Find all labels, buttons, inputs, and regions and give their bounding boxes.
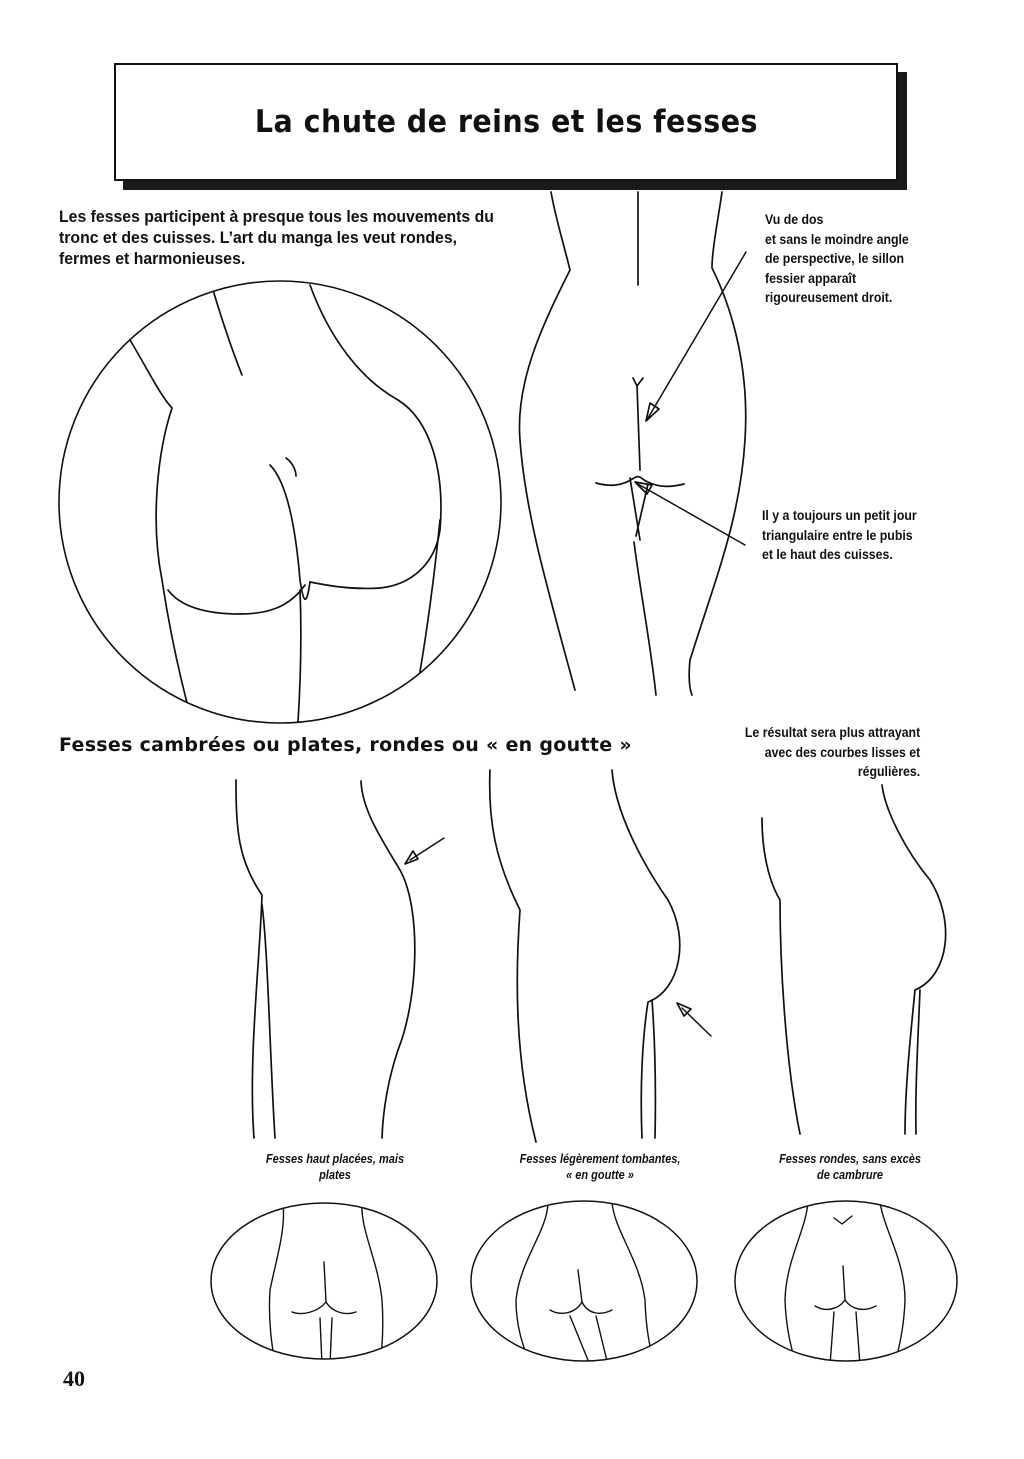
- note-triangle: Il y a toujours un petit jour triangulai…: [762, 506, 917, 565]
- closeup-hip-left: [155, 407, 193, 723]
- caption-round: Fesses rondes, sans excès de cambrure: [762, 1151, 938, 1183]
- arrow-flat-head: [404, 850, 419, 865]
- caption-line: Fesses rondes, sans excès: [779, 1152, 921, 1166]
- closeup-cleft: [269, 464, 311, 600]
- title-banner: La chute de reins et les fesses: [114, 63, 898, 181]
- ellipse-drop-cleft: [577, 1269, 583, 1303]
- intro-text: Les fesses participent à presque tous le…: [59, 207, 494, 268]
- arrow-cleft-head: [645, 402, 660, 422]
- note-line: et le haut des cuisses.: [762, 546, 893, 562]
- profile-flat: [235, 779, 445, 1139]
- ellipse-flat: [210, 1202, 438, 1360]
- arrow-triangle-head: [634, 481, 653, 495]
- profile-flat-front-inner: [261, 904, 276, 1139]
- arrow-triangle: [637, 483, 746, 546]
- profile-round-thigh: [914, 989, 921, 1135]
- profile-drop: [488, 769, 712, 1143]
- profile-round: [761, 784, 947, 1135]
- profile-flat-back: [360, 780, 416, 1139]
- ellipse-drop-left: [515, 1201, 549, 1361]
- ellipse-flat-drawing: [210, 1202, 438, 1360]
- ellipse-drop-legs: [569, 1315, 609, 1361]
- note-line: avec des courbes lisses et: [764, 743, 920, 760]
- ellipse-flat-fold: [291, 1301, 357, 1315]
- ellipse-drop-right: [611, 1201, 656, 1361]
- ellipse-round-right: [879, 1201, 906, 1361]
- note-result: Le résultat sera plus attrayant avec des…: [745, 723, 920, 782]
- ellipse-flat-left: [268, 1203, 285, 1359]
- ellipse-round-left: [784, 1201, 809, 1361]
- figure-right-contour: [688, 191, 747, 696]
- arrow-drop: [681, 1007, 712, 1037]
- caption-flat: Fesses haut placées, mais plates: [247, 1151, 423, 1183]
- ellipse-round-dimples: [833, 1215, 853, 1225]
- arrow-drop-head: [676, 1002, 692, 1017]
- figure-left-contour: [518, 191, 576, 691]
- profile-round-back: [881, 784, 947, 1135]
- caption-line: de cambrure: [816, 1168, 884, 1182]
- note-line: et sans le moindre angle: [765, 230, 909, 247]
- ellipse-flat-legs: [319, 1317, 333, 1359]
- figure-gluteal-fold: [595, 475, 685, 488]
- closeup-waist-left: [129, 339, 173, 409]
- caption-line: « en goutte »: [566, 1168, 634, 1182]
- figure-cleft-top: [632, 377, 644, 387]
- note-line: Vu de dos: [765, 211, 824, 227]
- caption-line: plates: [319, 1168, 351, 1182]
- profile-drop-thigh: [651, 999, 657, 1139]
- arrow-cleft: [647, 251, 747, 419]
- caption-line: Fesses haut placées, mais: [265, 1152, 405, 1166]
- ellipse-round-fold: [814, 1299, 877, 1311]
- ellipse-round-legs: [829, 1311, 861, 1361]
- ellipse-round-cleft: [842, 1265, 846, 1301]
- note-line: régulières.: [857, 763, 920, 779]
- ellipse-drop-drawing: [470, 1200, 698, 1362]
- closeup-left-cheek-base: [167, 584, 306, 615]
- note-line: Il y a toujours un petit jour: [762, 507, 917, 523]
- closeup-circle: [58, 280, 502, 724]
- caption-line: Fesses légèrement tombantes,: [519, 1152, 681, 1166]
- figure-inner-thigh-right: [635, 483, 649, 537]
- ellipse-flat-cleft: [323, 1261, 327, 1303]
- profile-drop-front: [488, 769, 537, 1143]
- note-line: rigoureusement droit.: [765, 289, 893, 305]
- profile-round-front: [761, 817, 801, 1135]
- page-title: La chute de reins et les fesses: [254, 104, 758, 140]
- arrow-flat: [409, 837, 445, 861]
- note-line: Le résultat sera plus attrayant: [744, 724, 920, 740]
- back-view-figure: [518, 191, 747, 696]
- closeup-spine: [212, 289, 243, 376]
- page-number: 40: [63, 1366, 85, 1391]
- closeup-circle-drawing: [58, 280, 502, 724]
- ellipse-round: [734, 1200, 958, 1362]
- note-line: de perspective, le sillon: [765, 250, 904, 266]
- figure-cleft-line: [636, 384, 641, 471]
- figure-leg-gap: [633, 541, 657, 696]
- ellipse-round-drawing: [734, 1200, 958, 1362]
- ellipse-drop: [470, 1200, 698, 1362]
- profile-drop-back: [611, 769, 681, 1139]
- note-back-view: Vu de dos et sans le moindre angle de pe…: [765, 210, 909, 308]
- closeup-right-outline: [309, 284, 442, 590]
- ellipse-drop-fold: [549, 1301, 613, 1314]
- closeup-cleft-top: [285, 457, 297, 477]
- section-title: Fesses cambrées ou plates, rondes ou « e…: [59, 734, 632, 756]
- caption-drop: Fesses légèrement tombantes, « en goutte…: [512, 1151, 688, 1183]
- profile-flat-front: [235, 779, 263, 1139]
- figure-inner-thigh-left: [629, 477, 641, 541]
- closeup-hip-right: [409, 519, 441, 723]
- closeup-inner-thigh: [297, 589, 302, 723]
- ellipse-flat-right: [361, 1203, 384, 1359]
- note-line: fessier apparaît: [765, 269, 857, 286]
- note-line: triangulaire entre le pubis: [762, 526, 913, 543]
